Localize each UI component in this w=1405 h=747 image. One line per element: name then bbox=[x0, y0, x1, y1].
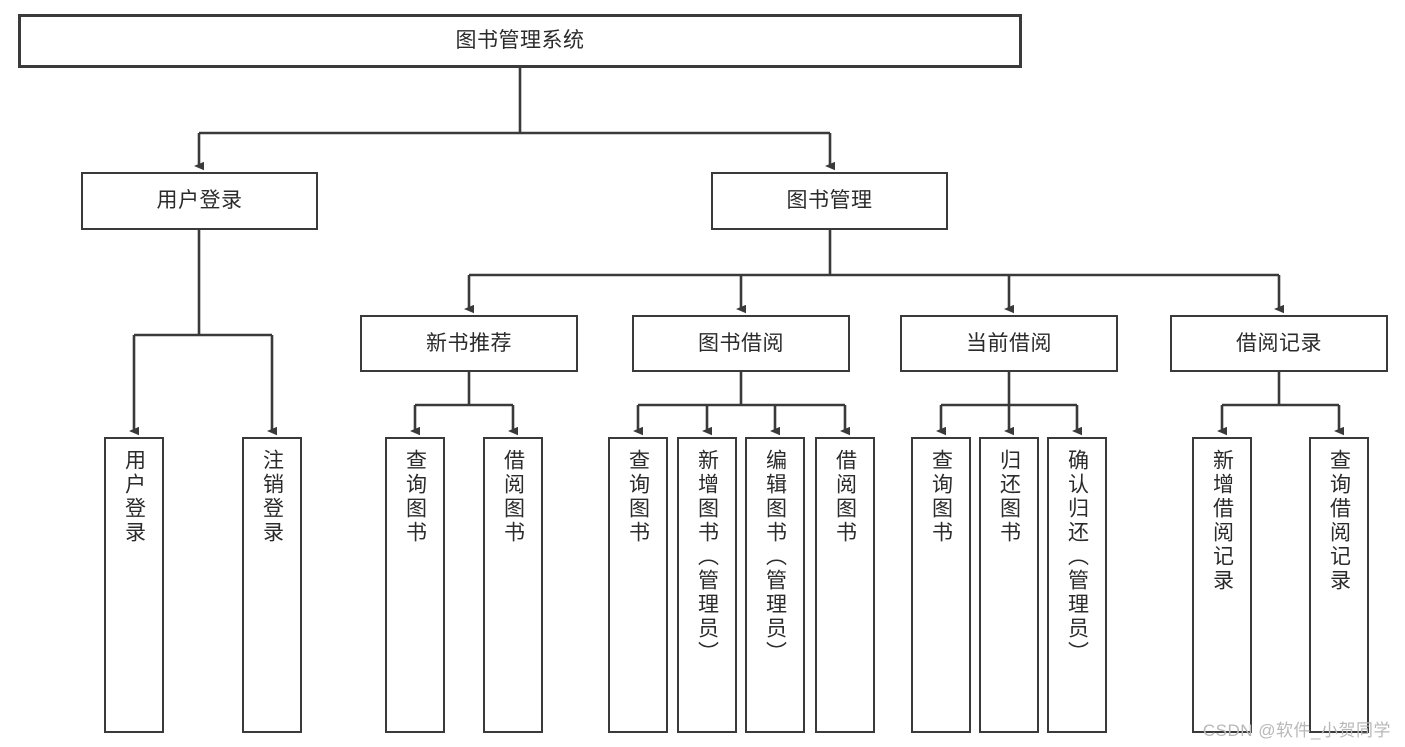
leaf-borrow-record-add-record[interactable]: 新增借阅记录 bbox=[1192, 437, 1252, 733]
leaf-book-borrow-query-books[interactable]: 查询图书 bbox=[608, 437, 668, 733]
node-user-login-label: 用户登录 bbox=[156, 189, 243, 213]
leaf-book-borrow-add-book-admin[interactable]: 新增图书（管理员） bbox=[677, 437, 737, 733]
leaf-user-login-login[interactable]: 用户登录 bbox=[104, 437, 164, 733]
leaf-current-borrow-query-books-label: 查询图书 bbox=[929, 449, 953, 545]
node-book-borrow-label: 图书借阅 bbox=[698, 331, 784, 355]
leaf-borrow-record-query-record-label: 查询借阅记录 bbox=[1327, 449, 1351, 593]
node-book-management-label: 图书管理 bbox=[786, 189, 873, 213]
leaf-new-book-borrow-books[interactable]: 借阅图书 bbox=[483, 437, 543, 733]
leaf-book-borrow-add-book-admin-label: 新增图书（管理员） bbox=[695, 449, 719, 665]
leaf-new-book-query-books-label: 查询图书 bbox=[403, 449, 427, 545]
leaf-user-login-login-label: 用户登录 bbox=[122, 449, 146, 545]
leaf-current-borrow-confirm-return-admin[interactable]: 确认归还（管理员） bbox=[1047, 437, 1107, 733]
leaf-book-borrow-borrow-books[interactable]: 借阅图书 bbox=[815, 437, 875, 733]
leaf-book-borrow-query-books-label: 查询图书 bbox=[626, 449, 650, 545]
leaf-new-book-query-books[interactable]: 查询图书 bbox=[385, 437, 445, 733]
node-root-system[interactable]: 图书管理系统 bbox=[18, 14, 1022, 68]
leaf-current-borrow-return-books-label: 归还图书 bbox=[997, 449, 1021, 545]
node-current-borrow-label: 当前借阅 bbox=[966, 331, 1052, 355]
leaf-current-borrow-query-books[interactable]: 查询图书 bbox=[911, 437, 971, 733]
leaf-new-book-borrow-books-label: 借阅图书 bbox=[501, 449, 525, 545]
leaf-current-borrow-confirm-return-admin-label: 确认归还（管理员） bbox=[1065, 449, 1089, 665]
leaf-book-borrow-borrow-books-label: 借阅图书 bbox=[833, 449, 857, 545]
node-borrow-record-label: 借阅记录 bbox=[1236, 331, 1322, 355]
leaf-borrow-record-add-record-label: 新增借阅记录 bbox=[1210, 449, 1234, 593]
node-new-book-recommend[interactable]: 新书推荐 bbox=[360, 315, 578, 372]
node-root-system-label: 图书管理系统 bbox=[455, 29, 585, 53]
leaf-user-login-logout[interactable]: 注销登录 bbox=[242, 437, 302, 733]
node-book-borrow[interactable]: 图书借阅 bbox=[632, 315, 850, 372]
leaf-user-login-logout-label: 注销登录 bbox=[260, 449, 284, 545]
node-book-management[interactable]: 图书管理 bbox=[711, 172, 948, 230]
node-new-book-recommend-label: 新书推荐 bbox=[426, 331, 512, 355]
node-borrow-record[interactable]: 借阅记录 bbox=[1170, 315, 1388, 372]
leaf-book-borrow-edit-book-admin-label: 编辑图书（管理员） bbox=[763, 449, 787, 665]
watermark-credit: CSDN @软件_小贺同学 bbox=[1202, 721, 1391, 740]
node-current-borrow[interactable]: 当前借阅 bbox=[900, 315, 1118, 372]
leaf-current-borrow-return-books[interactable]: 归还图书 bbox=[979, 437, 1039, 733]
leaf-borrow-record-query-record[interactable]: 查询借阅记录 bbox=[1309, 437, 1369, 733]
node-user-login[interactable]: 用户登录 bbox=[81, 172, 318, 230]
leaf-book-borrow-edit-book-admin[interactable]: 编辑图书（管理员） bbox=[745, 437, 805, 733]
